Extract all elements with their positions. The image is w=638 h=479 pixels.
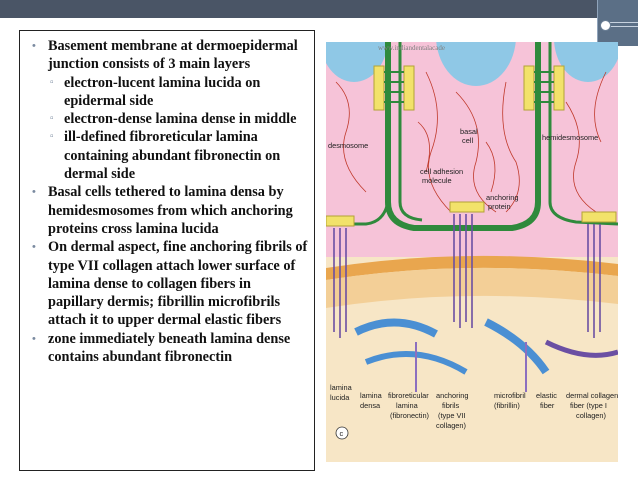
bullet-text: On dermal aspect, fine anchoring fibrils… <box>48 239 308 329</box>
hemidesmosome-plaque <box>449 201 485 213</box>
label-hemidesmosome: hemidesmosome <box>542 133 598 142</box>
watermark: www.indiandentalacade <box>378 44 445 52</box>
panel-letter-circle <box>335 426 349 440</box>
label-desmosome: desmosome <box>328 141 368 150</box>
cell-membrane <box>326 201 390 226</box>
keratin-filaments <box>335 71 607 213</box>
bullet-text-box: • Basement membrane at dermoepidermal jun… <box>19 30 315 471</box>
desmosome-plaque <box>523 65 535 111</box>
hemidesmosome-plaque <box>581 211 617 223</box>
sub-bullet-marker: ▫ <box>50 131 54 143</box>
sub-bullet-item: ▫ electron-dense lamina dense in middle <box>28 110 310 128</box>
desmosome-plaque <box>373 65 385 111</box>
corner-dot <box>600 20 611 31</box>
sub-bullet-text: electron-dense lamina dense in middle <box>64 111 297 128</box>
cell-membrane <box>398 42 423 222</box>
desmosome-plaque <box>553 65 565 111</box>
corner-decoration <box>597 0 638 46</box>
bullet-list: • Basement membrane at dermoepidermal jun… <box>28 37 310 366</box>
sub-bullet-text: ill-defined fibroreticular lamina contai… <box>64 129 281 183</box>
bullet-item: • On dermal aspect, fine anchoring fibril… <box>28 238 310 329</box>
corner-line <box>605 26 638 27</box>
desmosome-plaque <box>403 65 415 111</box>
corner-line <box>605 22 638 23</box>
bullet-text: Basal cells tethered to lamina densa by … <box>48 184 293 237</box>
bullet-item: • zone immediately beneath lamina dense c… <box>28 330 310 367</box>
sub-bullet-marker: ▫ <box>50 113 54 125</box>
panel-letter: c <box>340 429 344 438</box>
cell-membrane <box>466 42 541 231</box>
sub-bullet-marker: ▫ <box>50 76 54 88</box>
desmosome-links <box>384 71 554 103</box>
bullet-text: Basement membrane at dermoepidermal junc… <box>48 38 298 73</box>
bullet-item: • Basement membrane at dermoepidermal jun… <box>28 37 310 74</box>
sub-bullet-text: electron-lucent lamina lucida on epiderm… <box>64 74 261 109</box>
cell-membrane <box>548 42 619 226</box>
label-microfibril: microfibril(fibrillin) <box>494 391 526 410</box>
collagen-fibers <box>354 318 619 392</box>
bullet-marker: • <box>32 186 36 199</box>
top-bar <box>0 0 638 18</box>
bullet-marker: • <box>32 40 36 52</box>
bullet-item: • Basal cells tethered to lamina densa by… <box>28 183 310 238</box>
anchoring-fibrils <box>333 214 601 338</box>
bullet-marker: • <box>32 332 36 345</box>
sub-bullet-item: ▫ electron-lucent lamina lucida on epider… <box>28 74 310 111</box>
hemidesmosome-plaque <box>325 215 355 227</box>
bullet-marker: • <box>32 241 36 254</box>
bullet-text: zone immediately beneath lamina dense co… <box>48 330 291 366</box>
sub-bullet-item: ▫ ill-defined fibroreticular lamina conta… <box>28 128 310 183</box>
